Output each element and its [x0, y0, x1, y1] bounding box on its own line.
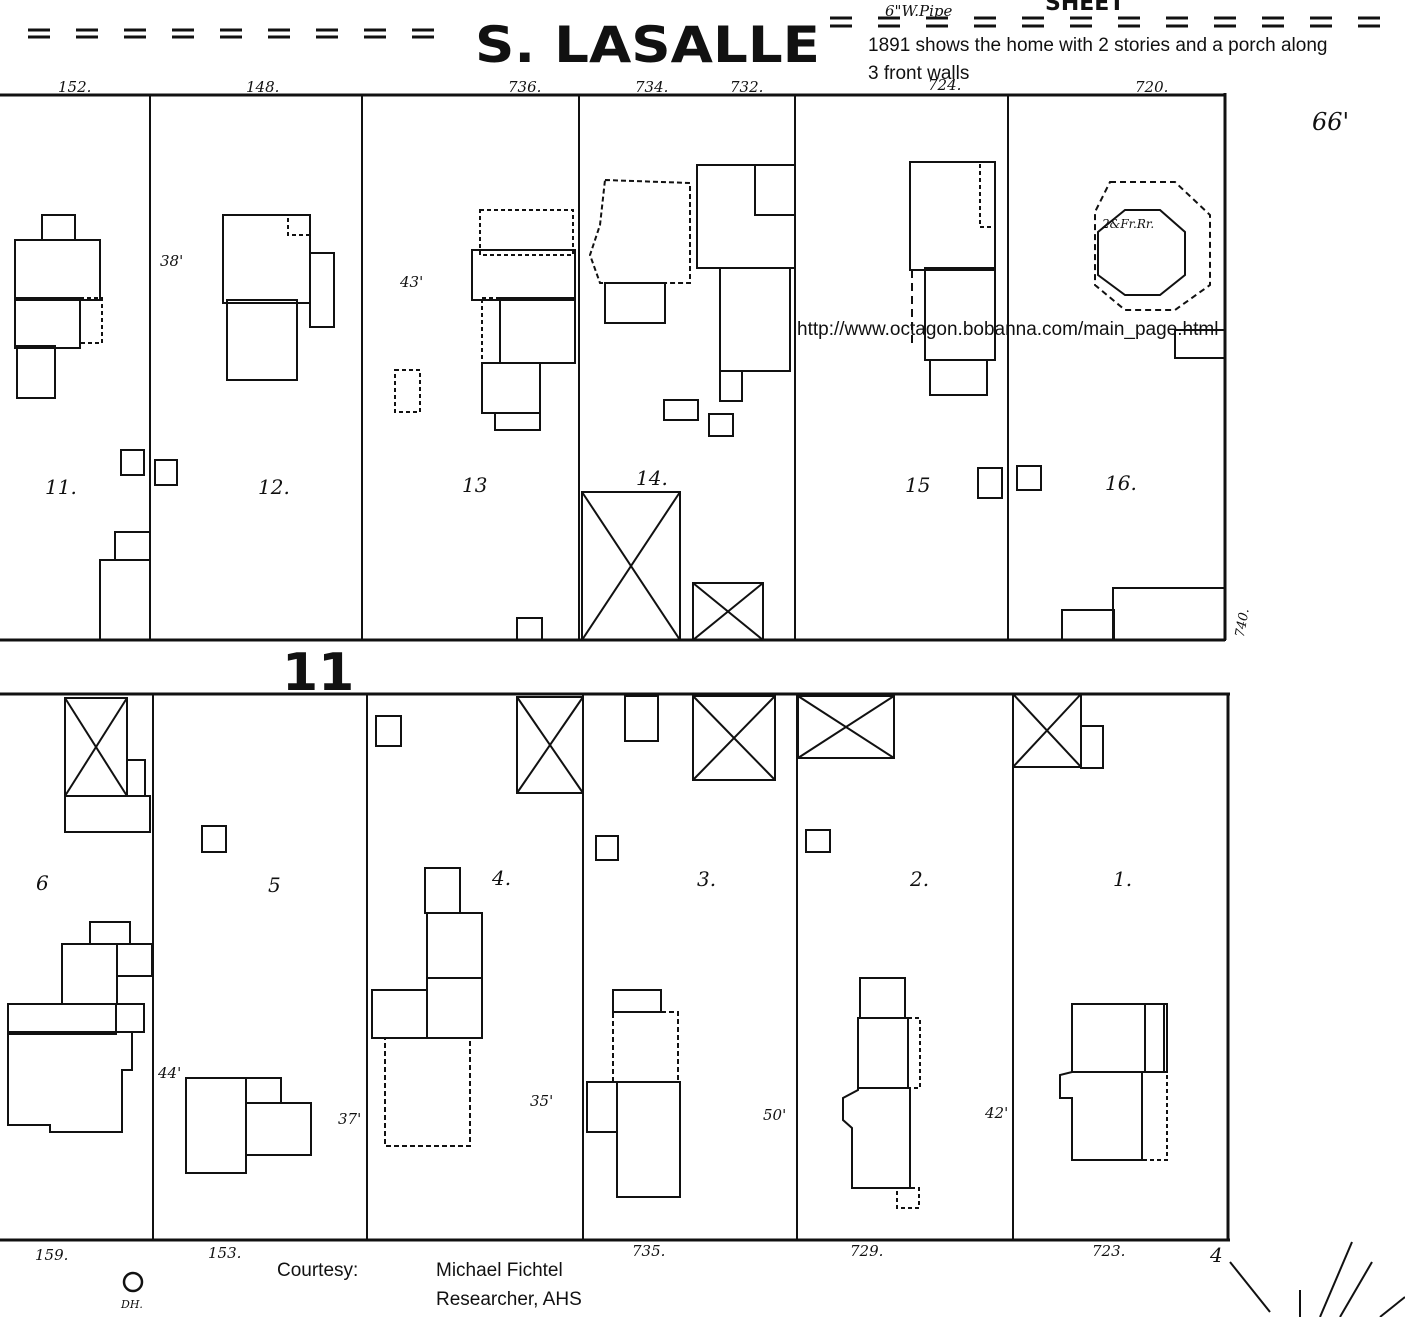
building-lot-5	[185, 825, 312, 1174]
lot-1: 1.	[1113, 867, 1132, 891]
footage-lot-5: 44'	[157, 1064, 181, 1082]
lot-2: 2.	[909, 867, 929, 891]
annotation-url: http://www.octagon.bobanna.com/main_page…	[797, 319, 1219, 340]
annotation-note-line1: 1891 shows the home with 2 stories and a…	[868, 35, 1328, 56]
compass-rays	[1229, 1241, 1405, 1317]
south-lot-labels: 6 5 4. 3. 2. 1.	[36, 866, 1132, 897]
address-152: 152.	[58, 78, 91, 96]
address-740: 740.	[1233, 607, 1253, 638]
footage-lot-2: 50'	[763, 1106, 786, 1124]
address-720: 720.	[1135, 78, 1168, 96]
lot-15: 15	[905, 473, 930, 497]
south-address-labels: 159. 153. 735. 729. 723. 4	[35, 1242, 1223, 1267]
building-lot-11	[14, 214, 103, 399]
address-736: 736.	[508, 78, 541, 96]
building-lot-15	[909, 161, 1042, 499]
building-lot-12	[222, 214, 335, 381]
north-lot-labels: 11. 12. 13 14. 15 16. 740. 66'	[45, 108, 1349, 638]
address-723: 723.	[1092, 1242, 1125, 1260]
street-name: S. LASALLE	[475, 16, 820, 74]
north-block	[0, 93, 1227, 642]
building-lot-13	[394, 209, 576, 431]
building-lot-4	[371, 715, 483, 1147]
lot-5: 5	[268, 873, 281, 897]
lot-13: 13	[462, 473, 487, 497]
address-159: 159.	[35, 1246, 68, 1264]
pipe-label: 6"W.Pipe	[885, 2, 952, 20]
address-735: 735.	[632, 1242, 665, 1260]
address-153: 153.	[208, 1244, 241, 1262]
lot-14: 14.	[636, 466, 668, 490]
building-lot-2	[797, 695, 921, 1209]
lot-3: 3.	[697, 867, 716, 891]
sheet-label: SHEET	[1045, 0, 1124, 16]
lot-11: 11.	[45, 475, 77, 499]
hydrant-label: DH.	[120, 1298, 143, 1311]
address-724: 724.	[928, 76, 961, 94]
address-729: 729.	[850, 1242, 883, 1260]
address-734: 734.	[635, 78, 668, 96]
lot-12: 12.	[258, 475, 290, 499]
courtesy-role: Researcher, AHS	[436, 1289, 582, 1310]
lot-6: 6	[36, 871, 49, 895]
annotation-note-line2: 3 front walls	[868, 63, 970, 84]
building-lot-14	[581, 164, 796, 641]
hydrant-symbol: DH.	[120, 1271, 144, 1311]
south-block	[0, 692, 1230, 1242]
address-732: 732.	[730, 78, 763, 96]
courtesy-name: Michael Fichtel	[436, 1260, 563, 1281]
footage-lot-12: 38'	[160, 252, 183, 270]
footage-lot-3: 35'	[530, 1092, 553, 1110]
courtesy-label: Courtesy:	[277, 1260, 359, 1281]
building-lot-6	[7, 697, 153, 1133]
lot-16: 16.	[1105, 471, 1137, 495]
octagon-house	[1061, 181, 1226, 641]
footage-lot-13: 43'	[399, 273, 423, 291]
street-dash-line	[28, 16, 1385, 39]
north-address-labels: 152. 148. 736. 734. 732. 724. 720.	[58, 76, 1168, 96]
footage-lot-1: 42'	[984, 1104, 1008, 1122]
address-148: 148.	[246, 78, 279, 96]
footage-labels: 38' 43' 44' 37' 35' 50' 42'	[157, 252, 1008, 1128]
page-mark: 4	[1209, 1243, 1223, 1267]
building-lot-1	[1012, 693, 1168, 1161]
block-number: 11	[282, 643, 354, 703]
lot-4: 4.	[491, 866, 511, 890]
street-width: 66'	[1312, 108, 1349, 136]
footage-lot-4: 37'	[338, 1110, 361, 1128]
building-lot-3	[516, 695, 776, 1198]
octagon-label: 2&Fr.Rr.	[1101, 217, 1154, 231]
